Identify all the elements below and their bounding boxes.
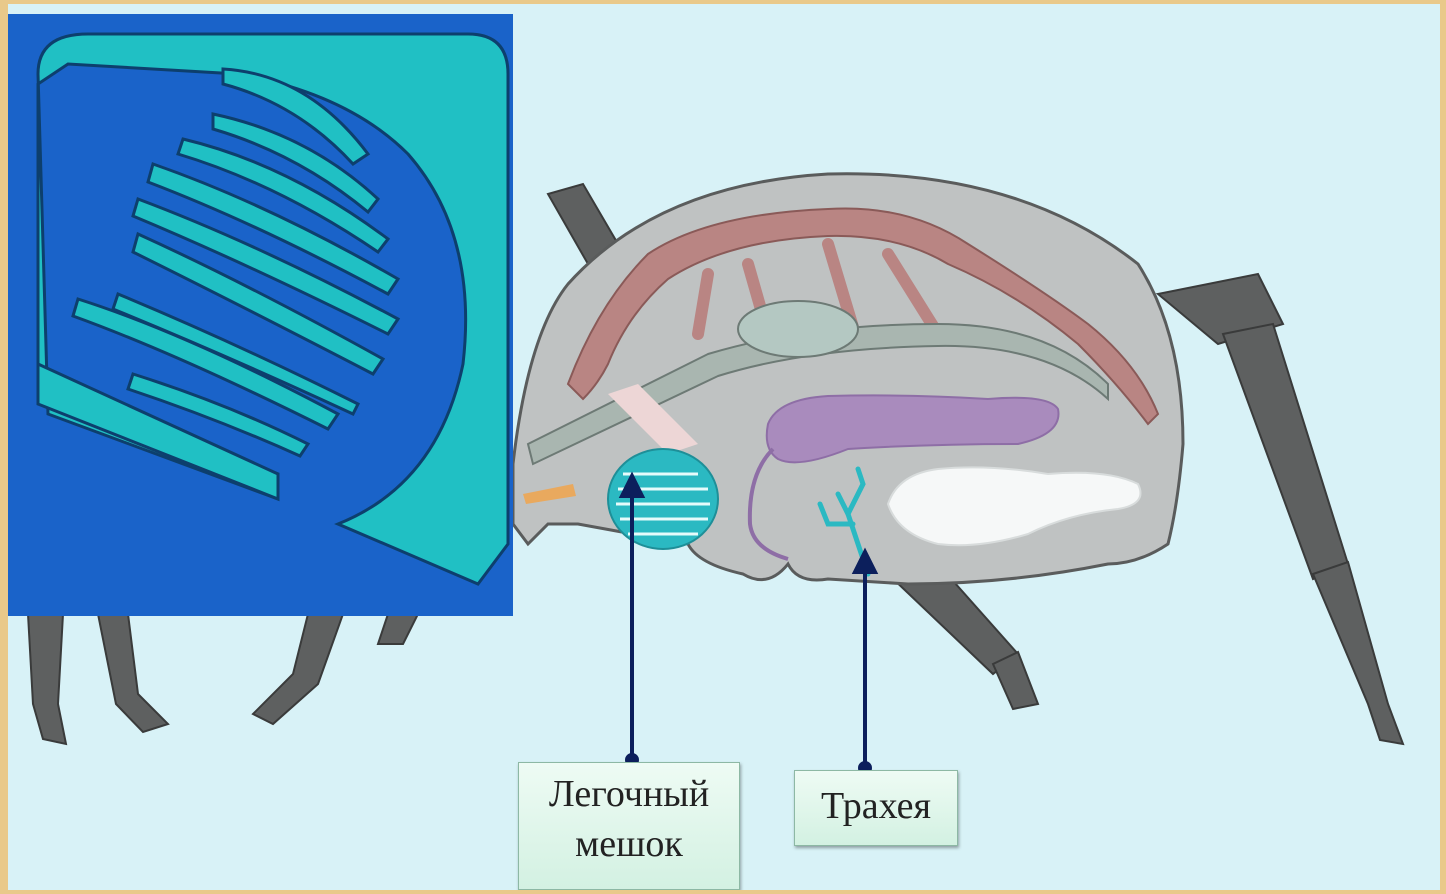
leg-right-back	[888, 564, 1038, 709]
leg-right-front	[1158, 274, 1403, 744]
leg-left	[28, 614, 418, 744]
up-arrow-icon	[855, 552, 875, 773]
lung-sac-label: Легочный мешок	[518, 762, 740, 890]
lung-book-inset	[8, 14, 513, 616]
lung-sac-label-line2: мешок	[519, 819, 739, 869]
lung-sac-label-line1: Легочный	[519, 769, 739, 819]
spider-anatomy-diagram	[8, 4, 1440, 890]
trachea-label: Трахея	[794, 770, 958, 846]
slide: Легочный мешок Трахея	[8, 4, 1440, 890]
